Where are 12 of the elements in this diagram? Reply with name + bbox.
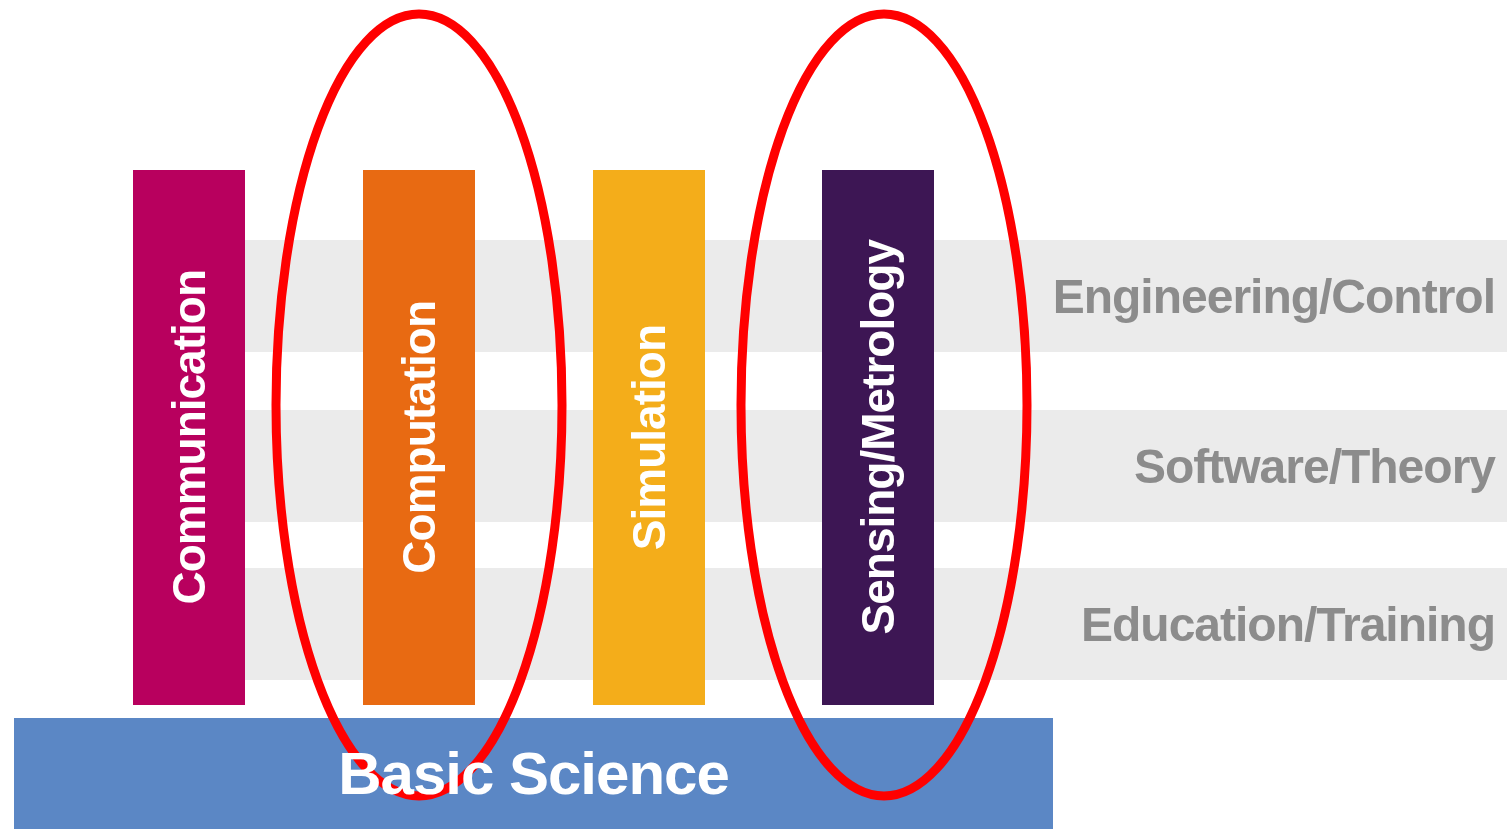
pillar-bar bbox=[593, 170, 705, 705]
layer-label: Software/Theory bbox=[1133, 438, 1495, 494]
pillar-bar bbox=[133, 170, 245, 705]
pillar-label: Simulation bbox=[622, 324, 676, 551]
layer-label: Engineering/Control bbox=[1052, 268, 1495, 324]
pillar-label: Computation bbox=[392, 301, 446, 574]
base-bar bbox=[14, 718, 1053, 829]
pillar-label: Communication bbox=[162, 270, 216, 605]
pillar-bar bbox=[363, 170, 475, 705]
layer-label: Education/Training bbox=[1080, 596, 1495, 652]
pillar-label: Sensing/Metrology bbox=[851, 240, 905, 635]
pillar-bar bbox=[822, 170, 934, 705]
